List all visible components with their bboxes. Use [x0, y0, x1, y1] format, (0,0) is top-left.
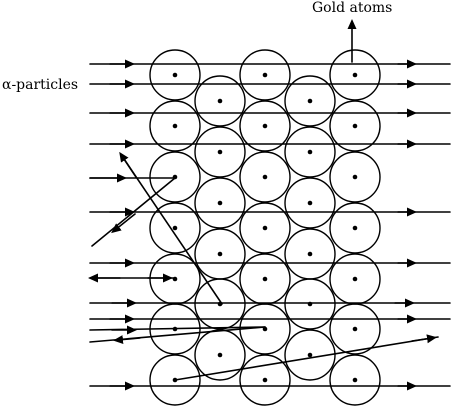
gold-nucleus: [307, 98, 313, 104]
gold-atom: [194, 75, 246, 127]
gold-nucleus: [352, 326, 358, 332]
gold-nucleus: [172, 225, 178, 231]
gold-nucleus: [262, 72, 268, 78]
gold-nucleus: [262, 377, 268, 383]
arrow-down-left-icon: [111, 213, 136, 234]
gold-atom: [329, 100, 381, 152]
alpha-particle-path: [91, 177, 176, 247]
gold-atom: [194, 177, 246, 229]
gold-nucleus: [217, 149, 223, 155]
alpha-particle-paths: [88, 19, 451, 391]
gold-nucleus: [307, 149, 313, 155]
gold-nucleus: [217, 251, 223, 257]
arrow-right-icon: [411, 334, 437, 344]
gold-atom: [149, 202, 201, 254]
gold-atom: [329, 303, 381, 355]
alpha-particle-path: [174, 336, 439, 381]
gold-nucleus: [307, 251, 313, 257]
gold-nucleus: [262, 123, 268, 129]
gold-atom: [194, 329, 246, 381]
gold-atom: [239, 49, 291, 101]
gold-atom: [239, 354, 291, 406]
gold-atom: [239, 151, 291, 203]
gold-atom: [149, 151, 201, 203]
gold-atom: [149, 49, 201, 101]
gold-atom: [329, 151, 381, 203]
gold-nucleus: [352, 377, 358, 383]
arrow-left-icon: [113, 335, 141, 345]
gold-nucleus: [352, 276, 358, 282]
gold-nucleus: [352, 123, 358, 129]
alpha-particle-path: [121, 155, 223, 305]
gold-nucleus: [172, 123, 178, 129]
gold-atom: [329, 49, 381, 101]
gold-atom: [284, 177, 336, 229]
gold-atom: [149, 100, 201, 152]
alpha-particles-label: α-particles: [2, 77, 79, 93]
gold-atom: [284, 329, 336, 381]
gold-nucleus: [217, 352, 223, 358]
gold-nucleus: [262, 225, 268, 231]
gold-atom: [284, 278, 336, 330]
gold-atom-lattice: [149, 49, 381, 406]
gold-atom: [149, 354, 201, 406]
gold-atom: [329, 354, 381, 406]
gold-atoms-label: Gold atoms: [312, 0, 393, 16]
gold-atom: [284, 126, 336, 178]
gold-nucleus: [307, 200, 313, 206]
gold-nucleus: [217, 200, 223, 206]
gold-nucleus: [262, 276, 268, 282]
gold-atom: [239, 100, 291, 152]
gold-nucleus: [262, 174, 268, 180]
gold-atom: [194, 126, 246, 178]
gold-atom: [194, 278, 246, 330]
gold-atom: [239, 202, 291, 254]
gold-nucleus: [217, 98, 223, 104]
gold-atom: [329, 202, 381, 254]
gold-nucleus: [172, 72, 178, 78]
gold-nucleus: [352, 72, 358, 78]
gold-atom: [284, 75, 336, 127]
gold-nucleus: [352, 174, 358, 180]
arrow-up-left-icon: [119, 151, 137, 178]
gold-nucleus: [307, 352, 313, 358]
gold-nucleus: [352, 225, 358, 231]
